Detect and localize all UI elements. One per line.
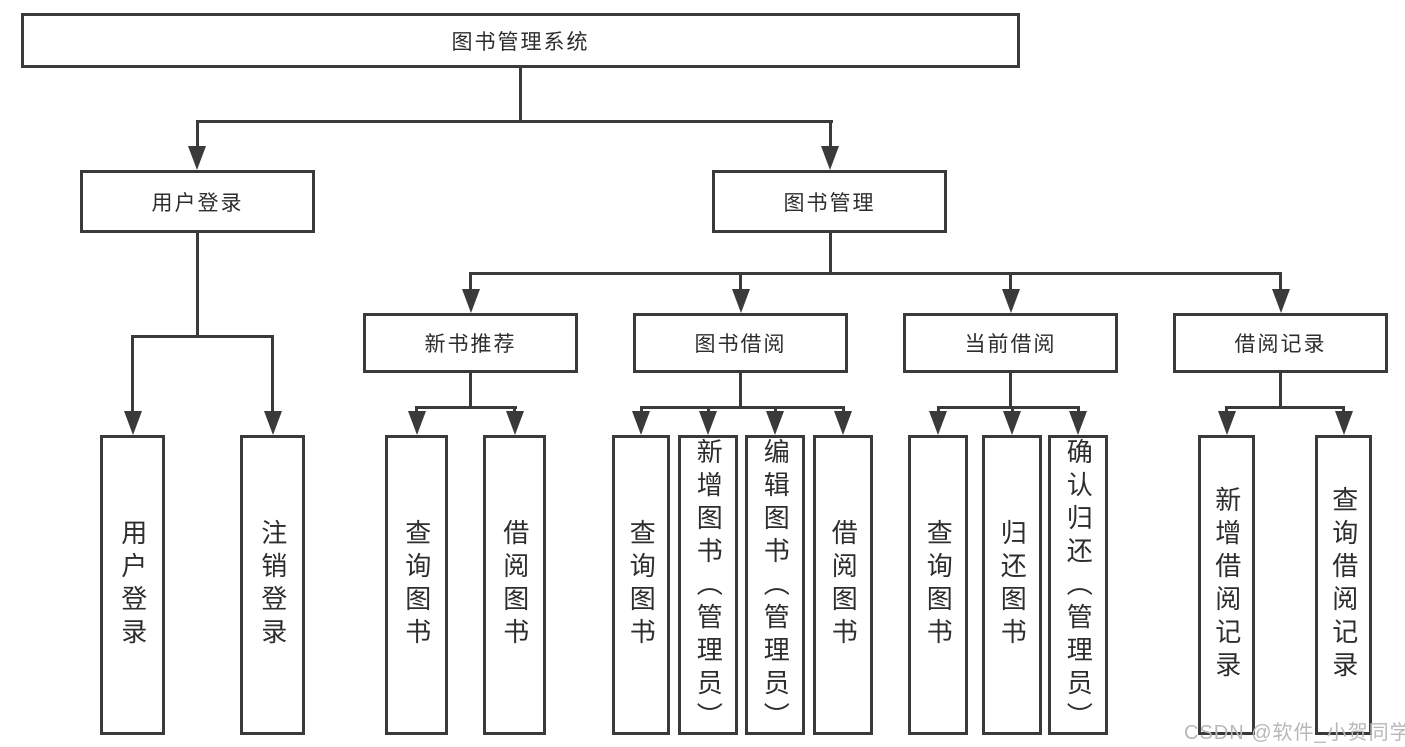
node-user-login-label: 用户登录 <box>151 191 244 215</box>
leaf-records-query-record-label: 查询借阅记录 <box>1328 486 1359 684</box>
watermark: CSDN @软件_小贺同学 <box>1184 722 1405 744</box>
connector-line <box>1342 406 1345 414</box>
leaf-current-query-books: 查询图书 <box>908 435 968 735</box>
connector-line <box>1011 406 1014 414</box>
leaf-logout-label: 注销登录 <box>257 519 288 651</box>
leaf-borrow-edit-books-admin: 编辑图书（管理员） <box>745 435 805 735</box>
connector-line <box>1279 272 1282 291</box>
connector-line <box>739 373 742 408</box>
leaf-borrow-add-books-admin-label: 新增图书（管理员） <box>693 438 724 735</box>
arrow-down-icon <box>766 411 784 435</box>
arrow-down-icon <box>1002 289 1020 313</box>
connector-line <box>1009 373 1012 408</box>
connector-line <box>937 406 940 414</box>
leaf-current-query-books-label: 查询图书 <box>923 519 954 651</box>
connector-line <box>774 406 777 414</box>
leaf-borrow-borrow-books: 借阅图书 <box>813 435 873 735</box>
leaf-borrow-query-books: 查询图书 <box>612 435 670 735</box>
arrow-down-icon <box>699 411 717 435</box>
arrow-down-icon <box>1003 411 1021 435</box>
leaf-current-return-books-label: 归还图书 <box>997 519 1028 651</box>
leaf-current-confirm-return-admin-label: 确认归还（管理员） <box>1063 438 1094 735</box>
node-book-borrow: 图书借阅 <box>633 313 848 373</box>
node-user-login: 用户登录 <box>80 170 315 233</box>
connector-line <box>829 233 832 274</box>
leaf-borrow-borrow-books-label: 借阅图书 <box>828 519 859 651</box>
leaf-user-login-label: 用户登录 <box>117 519 148 651</box>
connector-line <box>415 406 517 409</box>
leaf-user-login: 用户登录 <box>100 435 165 735</box>
arrow-down-icon <box>929 411 947 435</box>
connector-line <box>707 406 710 414</box>
connector-line <box>829 120 832 148</box>
connector-line <box>1225 406 1228 414</box>
leaf-recommend-borrow-books: 借阅图书 <box>483 435 546 735</box>
connector-line <box>131 335 134 413</box>
leaf-borrow-query-books-label: 查询图书 <box>626 519 657 651</box>
arrow-down-icon <box>834 411 852 435</box>
leaf-recommend-query-books: 查询图书 <box>385 435 448 735</box>
arrow-down-icon <box>632 411 650 435</box>
node-new-book-recommend-label: 新书推荐 <box>424 333 517 356</box>
leaf-logout: 注销登录 <box>240 435 305 735</box>
connector-line <box>739 272 742 291</box>
connector-line <box>1077 406 1080 414</box>
node-borrow-records-label: 借阅记录 <box>1234 333 1327 356</box>
connector-line <box>513 406 516 414</box>
connector-line <box>196 120 199 148</box>
connector-line <box>937 406 1080 409</box>
node-new-book-recommend: 新书推荐 <box>363 313 578 373</box>
arrow-down-icon <box>1335 411 1353 435</box>
arrow-down-icon <box>1069 411 1087 435</box>
node-root: 图书管理系统 <box>21 13 1020 68</box>
connector-line <box>131 335 274 338</box>
leaf-records-add-record-label: 新增借阅记录 <box>1211 486 1242 684</box>
connector-line <box>415 406 418 414</box>
connector-line <box>196 120 833 123</box>
connector-line <box>1009 272 1012 291</box>
connector-line <box>196 233 199 337</box>
node-book-borrow-label: 图书借阅 <box>694 333 787 356</box>
node-current-borrow: 当前借阅 <box>903 313 1118 373</box>
arrow-down-icon <box>1272 289 1290 313</box>
arrow-down-icon <box>124 411 142 435</box>
leaf-current-return-books: 归还图书 <box>982 435 1042 735</box>
leaf-recommend-query-books-label: 查询图书 <box>401 519 432 651</box>
connector-line <box>469 272 1282 275</box>
connector-line <box>842 406 845 414</box>
leaf-current-confirm-return-admin: 确认归还（管理员） <box>1048 435 1108 735</box>
connector-line <box>519 68 522 122</box>
arrow-down-icon <box>1218 411 1236 435</box>
connector-line <box>640 406 643 414</box>
arrow-down-icon <box>732 289 750 313</box>
arrow-down-icon <box>506 411 524 435</box>
leaf-records-query-record: 查询借阅记录 <box>1315 435 1372 735</box>
arrow-down-icon <box>821 146 839 170</box>
leaf-recommend-borrow-books-label: 借阅图书 <box>499 519 530 651</box>
leaf-records-add-record: 新增借阅记录 <box>1198 435 1255 735</box>
node-root-label: 图书管理系统 <box>451 30 590 54</box>
connector-line <box>1279 373 1282 408</box>
connector-line <box>640 406 844 409</box>
leaf-borrow-add-books-admin: 新增图书（管理员） <box>678 435 738 735</box>
connector-line <box>469 272 472 291</box>
node-borrow-records: 借阅记录 <box>1173 313 1388 373</box>
node-book-management-label: 图书管理 <box>783 191 876 215</box>
leaf-borrow-edit-books-admin-label: 编辑图书（管理员） <box>760 438 791 735</box>
connector-line <box>469 373 472 408</box>
connector-line <box>1225 406 1345 409</box>
node-current-borrow-label: 当前借阅 <box>964 333 1057 356</box>
node-book-management: 图书管理 <box>712 170 947 233</box>
arrow-down-icon <box>188 146 206 170</box>
arrow-down-icon <box>264 411 282 435</box>
arrow-down-icon <box>462 289 480 313</box>
connector-line <box>271 335 274 413</box>
arrow-down-icon <box>408 411 426 435</box>
